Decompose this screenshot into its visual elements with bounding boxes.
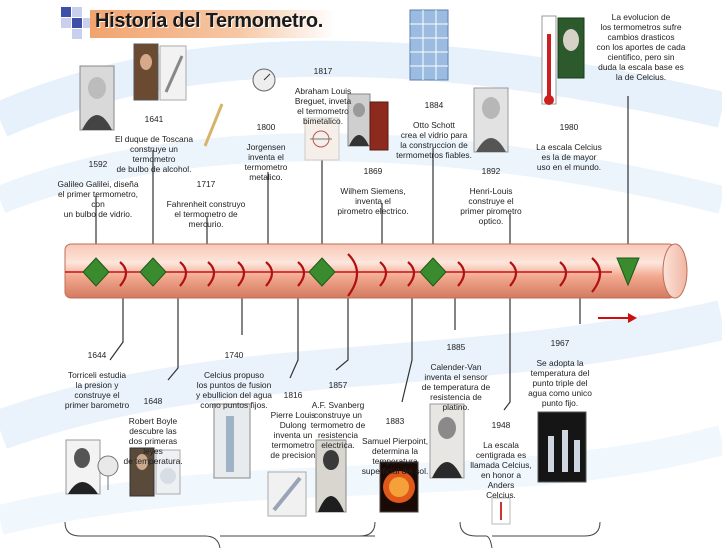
event-1892: 1892 Henri-Louis construye el primer pir… <box>458 156 524 236</box>
event-year: 1648 <box>143 396 163 406</box>
event-1717: 1717 Fahrenheit construyo el termometro … <box>164 169 248 239</box>
event-1592: 1592 Galileo Galilei, diseña el primer t… <box>52 149 144 229</box>
event-text: Robert Boyle descubre las dos primeras l… <box>123 416 183 466</box>
event-year: 1967 <box>550 338 570 348</box>
boyle-portrait <box>129 447 155 497</box>
tube-end-cap <box>662 243 688 299</box>
event-text: Samuel Pierpoint, determina la temperatu… <box>361 436 429 476</box>
event-1800: 1800 Jorgensen inventa el termometro met… <box>236 112 296 192</box>
event-1641: 1641 El duque de Toscana construye un te… <box>108 104 200 184</box>
event-text: Torriceli estudia la presion y construye… <box>64 370 130 410</box>
title-banner <box>90 10 335 38</box>
event-year: 1800 <box>256 122 276 132</box>
bottom-brackets <box>64 521 601 549</box>
glass-thermometer-image <box>159 45 187 101</box>
event-year: 1948 <box>491 420 511 430</box>
event-text: Abraham Louis Breguet, inveta el termome… <box>294 86 352 126</box>
event-text: Se adopta la temperatura del punto tripl… <box>528 358 592 408</box>
galileo-portrait <box>79 65 115 131</box>
event-1884: 1884 Otto Schott crea el vidrio para la … <box>392 90 476 170</box>
event-year: 1740 <box>224 350 244 360</box>
event-year: 1892 <box>481 166 501 176</box>
event-year: 1884 <box>424 100 444 110</box>
intro-text: La evolucion de los termometros sufre ca… <box>596 12 686 82</box>
henri-louis-portrait <box>473 87 509 153</box>
siemens-portrait <box>347 93 371 147</box>
celsius-scale-image <box>541 15 557 105</box>
event-1740: 1740 Celcius propuso los puntos de fusio… <box>195 340 273 420</box>
tube-year-ticks <box>119 253 602 297</box>
event-year: 1717 <box>196 179 216 189</box>
event-text: Calender-Van inventa el sensor de temper… <box>421 362 491 412</box>
event-1869: 1869 Wilhem Siemens, inventa el pirometr… <box>336 156 410 226</box>
calender-portrait <box>429 403 465 479</box>
event-year: 1885 <box>446 342 466 352</box>
duke-portrait <box>133 43 159 101</box>
event-1967: 1967 Se adopta la temperatura del punto … <box>528 328 592 418</box>
event-text: Henri-Louis construye el primer pirometr… <box>460 186 522 226</box>
event-text: Pierre Louis Dulong inventa un termometr… <box>270 410 316 460</box>
event-1885: 1885 Calender-Van inventa el sensor de t… <box>420 332 492 422</box>
logo-squares-icon <box>61 7 93 39</box>
event-year: 1644 <box>87 350 107 360</box>
event-year: 1857 <box>328 380 348 390</box>
svanberg-portrait <box>315 439 347 513</box>
event-year: 1816 <box>283 390 303 400</box>
celsius-portrait <box>557 17 585 79</box>
event-1816: 1816 Pierre Louis Dulong inventa un term… <box>268 380 318 470</box>
event-text: Celcius propuso los puntos de fusion y e… <box>196 370 272 410</box>
triple-point-cell-image <box>537 411 587 483</box>
event-year: 1817 <box>313 66 333 76</box>
event-year: 1883 <box>385 416 405 426</box>
event-year: 1641 <box>144 114 164 124</box>
event-1644: 1644 Torriceli estudia la presion y cons… <box>60 340 134 420</box>
book-image <box>369 101 389 151</box>
event-year: 1592 <box>88 159 108 169</box>
event-1980: 1980 La escala Celcius es la de mayor us… <box>530 112 608 182</box>
event-text: Jorgensen inventa el termometro metalico… <box>244 142 288 182</box>
precision-thermometer-image <box>267 471 307 517</box>
event-1883: 1883 Samuel Pierpoint, determina la temp… <box>356 406 434 486</box>
glass-tiles-image <box>409 9 449 81</box>
metallic-gauge-image <box>252 68 276 92</box>
event-1948: 1948 La escala centigrada es llamada Cel… <box>468 410 534 510</box>
centigrade-thermometer-image <box>491 497 511 525</box>
event-text: Otto Schott crea el vidrio para la const… <box>396 120 472 160</box>
flask-image <box>155 449 181 495</box>
bottom-connectors <box>109 250 581 411</box>
barometer-image <box>97 455 119 490</box>
event-text: El duque de Toscana construye un termome… <box>114 134 194 174</box>
event-text: Wilhem Siemens, inventa el pirometro ele… <box>337 186 409 216</box>
event-text: A.F. Svanberg construye un termometro de… <box>310 400 366 450</box>
event-text: La escala centigrada es llamada Celcius,… <box>470 440 532 500</box>
sun-image <box>379 461 419 513</box>
lab-apparatus-image <box>213 403 251 479</box>
event-text: La escala Celcius es la de mayor uso en … <box>536 142 602 172</box>
event-text: Fahrenheit construyo el termometro de me… <box>166 199 246 229</box>
event-1648: 1648 Robert Boyle descubre las dos prime… <box>118 386 188 476</box>
bimetallic-image <box>304 117 340 161</box>
page-title: Historia del Termometro. <box>95 10 324 32</box>
arrow-right-icon <box>598 313 637 323</box>
event-1817: 1817 Abraham Louis Breguet, inveta el te… <box>292 56 354 136</box>
torricelli-portrait <box>65 439 101 495</box>
current-marker-triangle <box>616 257 640 287</box>
event-year: 1869 <box>363 166 383 176</box>
event-year: 1980 <box>559 122 579 132</box>
mercury-thermometer-image <box>203 103 224 147</box>
event-1857: 1857 A.F. Svanberg construye un termomet… <box>308 370 368 460</box>
event-markers <box>82 257 447 287</box>
event-text: Galileo Galilei, diseña el primer termom… <box>57 179 139 219</box>
